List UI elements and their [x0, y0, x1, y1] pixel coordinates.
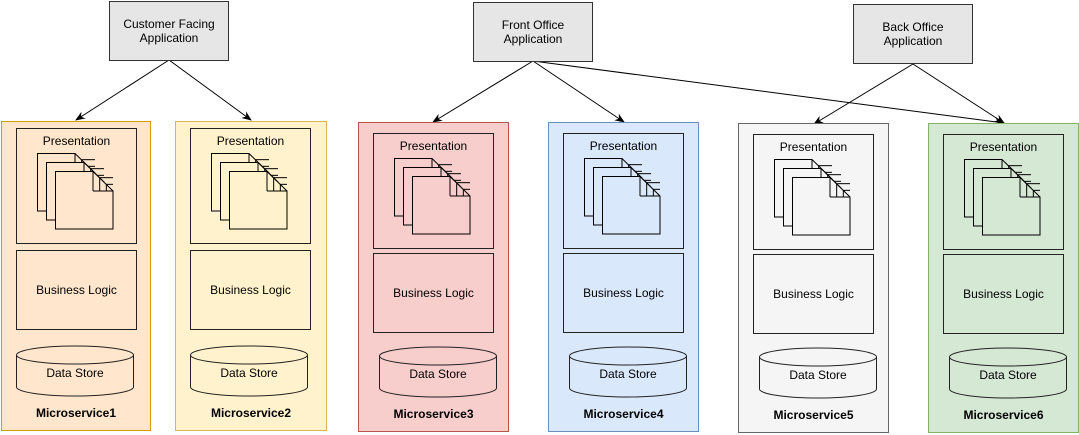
data-store: Data Store [379, 346, 497, 398]
presentation-label: Presentation [42, 134, 111, 148]
connector-front-to-ms3 [432, 60, 534, 123]
data-store-label: Data Store [979, 368, 1037, 382]
cylinder-body [569, 356, 687, 398]
microservice-6: Presentation Business Logic Data Store M… [928, 123, 1079, 433]
presentation-label: Presentation [216, 134, 285, 148]
database-cylinder-icon [949, 347, 1067, 399]
business-logic-label: Business Logic [773, 287, 854, 301]
cylinder-body [379, 356, 497, 398]
page-sheet [982, 177, 1041, 236]
pages-icon [584, 158, 661, 235]
data-store: Data Store [569, 346, 687, 398]
data-store-label: Data Store [46, 366, 104, 380]
presentation-layer: Presentation [563, 133, 684, 249]
microservice-4: Presentation Business Logic Data Store M… [548, 122, 699, 432]
cylinder-top [949, 347, 1067, 367]
business-logic-layer: Business Logic [563, 253, 684, 333]
database-cylinder-icon [16, 345, 134, 397]
front-office-application-box: Front Office Application [473, 2, 593, 62]
database-cylinder-icon [190, 345, 308, 397]
presentation-layer: Presentation [190, 128, 311, 244]
microservice-title: Microservice3 [393, 407, 474, 421]
microservice-title: Microservice5 [773, 408, 854, 422]
cylinder-top [569, 346, 687, 366]
microservice-1: Presentation Business Logic Data Store M… [1, 121, 151, 431]
connector-back-to-ms5 [813, 63, 914, 125]
microservice-title: Microservice1 [35, 406, 117, 420]
presentation-label: Presentation [399, 139, 468, 153]
connector-customer-to-ms2 [168, 59, 252, 121]
business-logic-label: Business Logic [36, 283, 117, 297]
database-cylinder-icon [569, 346, 687, 398]
pages-icon [394, 158, 471, 235]
pages-icon [774, 159, 851, 236]
cylinder-top [190, 345, 308, 365]
data-store: Data Store [759, 347, 877, 399]
microservice-title: Microservice6 [963, 408, 1044, 422]
connector-customer-to-ms1 [75, 59, 170, 121]
microservice-2: Presentation Business Logic Data Store M… [175, 121, 327, 431]
database-cylinder-icon [759, 347, 877, 399]
connector-front-to-ms6 [532, 60, 1005, 126]
app-label: Front Office Application [501, 18, 565, 46]
presentation-label: Presentation [779, 140, 848, 154]
cylinder-top [379, 346, 497, 366]
data-store-label: Data Store [599, 367, 657, 381]
data-store: Data Store [949, 347, 1067, 399]
app-label: Customer Facing Application [123, 17, 215, 45]
cylinder-top [759, 347, 877, 367]
business-logic-layer: Business Logic [373, 253, 494, 333]
business-logic-layer: Business Logic [753, 254, 874, 334]
app-label: Back Office Application [882, 20, 944, 48]
customer-facing-application-box: Customer Facing Application [109, 1, 229, 61]
business-logic-label: Business Logic [963, 287, 1044, 301]
connector-back-to-ms6 [912, 63, 1005, 124]
business-logic-layer: Business Logic [16, 250, 137, 330]
business-logic-label: Business Logic [393, 286, 474, 300]
presentation-label: Presentation [969, 140, 1038, 154]
presentation-layer: Presentation [16, 128, 137, 244]
cylinder-body [16, 355, 134, 397]
back-office-application-box: Back Office Application [853, 4, 973, 64]
microservice-3: Presentation Business Logic Data Store M… [358, 122, 509, 432]
cylinder-top [16, 345, 134, 365]
data-store-label: Data Store [409, 367, 467, 381]
microservice-title: Microservice4 [583, 407, 664, 421]
microservice-5: Presentation Business Logic Data Store M… [738, 123, 889, 433]
page-sheet [602, 176, 661, 235]
cylinder-body [190, 355, 308, 397]
page-sheet [412, 176, 471, 235]
pages-icon [964, 159, 1041, 236]
page-sheet [229, 171, 288, 230]
cylinder-body [949, 357, 1067, 399]
pages-icon [37, 153, 114, 230]
page-sheet [55, 171, 114, 230]
data-store-label: Data Store [789, 368, 847, 382]
presentation-layer: Presentation [753, 134, 874, 250]
business-logic-label: Business Logic [210, 283, 291, 297]
business-logic-layer: Business Logic [943, 254, 1064, 334]
database-cylinder-icon [379, 346, 497, 398]
data-store-label: Data Store [220, 366, 278, 380]
business-logic-label: Business Logic [583, 286, 664, 300]
presentation-layer: Presentation [373, 133, 494, 249]
presentation-layer: Presentation [943, 134, 1064, 250]
data-store: Data Store [190, 345, 308, 397]
presentation-label: Presentation [589, 139, 658, 153]
data-store: Data Store [16, 345, 134, 397]
connector-front-to-ms4 [532, 60, 625, 123]
microservice-title: Microservice2 [210, 406, 292, 420]
business-logic-layer: Business Logic [190, 250, 311, 330]
pages-icon [211, 153, 288, 230]
page-sheet [792, 177, 851, 236]
cylinder-body [759, 357, 877, 399]
